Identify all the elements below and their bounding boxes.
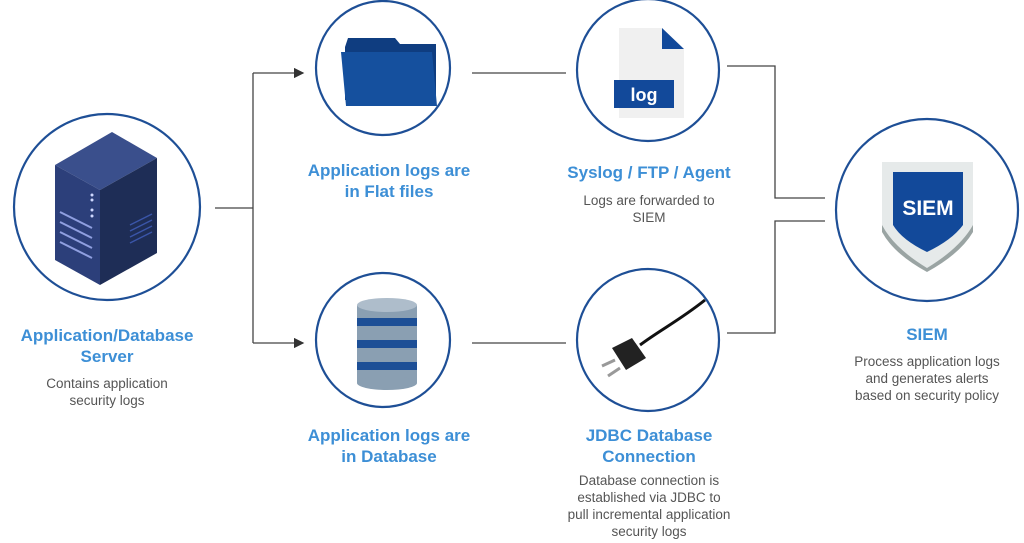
server-icon: [55, 132, 157, 285]
siem-title: SIEM: [906, 325, 948, 344]
siem-shield-icon: SIEM: [882, 162, 973, 272]
folder-icon: [341, 38, 437, 106]
log-file-icon: log: [614, 28, 684, 118]
connectors: [215, 65, 825, 349]
connector-syslog-siem: [727, 65, 825, 199]
log-label: log: [631, 85, 658, 105]
connector-jdbc-siem: [727, 220, 825, 334]
syslog-title: Syslog / FTP / Agent: [567, 163, 731, 182]
plug-icon: [601, 298, 706, 378]
siem-icon-label: SIEM: [902, 197, 953, 220]
database-icon: [357, 298, 417, 390]
